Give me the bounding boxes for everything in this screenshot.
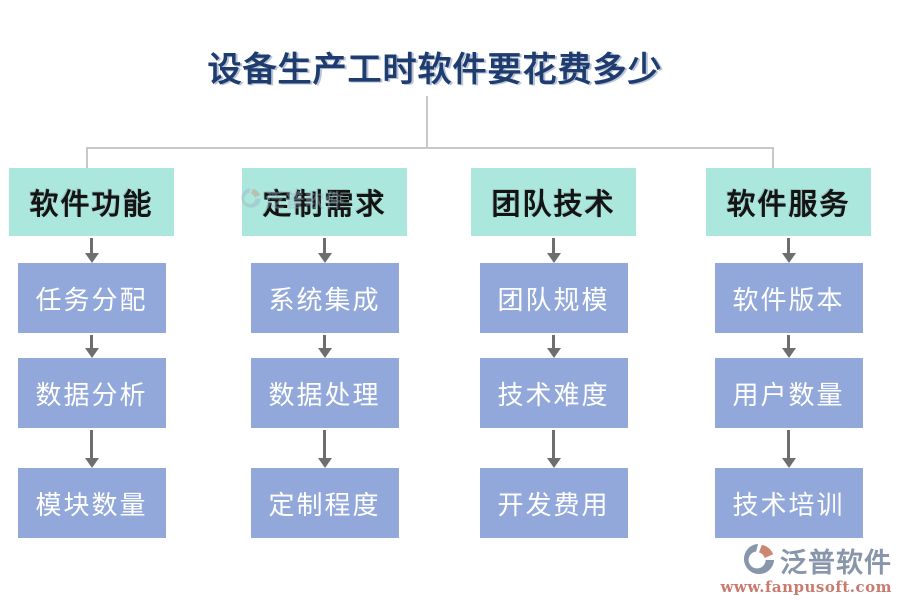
header-box: 团队技术 bbox=[471, 168, 636, 236]
connector-drop-right bbox=[772, 147, 774, 170]
node-box: 团队规模 bbox=[479, 263, 628, 333]
page-title: 设备生产工时软件要花费多少 bbox=[207, 50, 663, 90]
arrow-down-icon bbox=[84, 236, 99, 263]
node-box: 开发费用 bbox=[479, 468, 628, 538]
node-box: 模块数量 bbox=[17, 468, 166, 538]
connector-title-vertical bbox=[426, 96, 428, 148]
fanpu-logo-icon bbox=[742, 542, 776, 580]
connector-horizontal bbox=[86, 147, 774, 149]
column-team-technology: 团队技术 团队规模 技术难度 开发费用 bbox=[471, 168, 636, 538]
arrow-down-icon bbox=[781, 428, 796, 468]
arrow-down-icon bbox=[781, 236, 796, 263]
header-box: 软件功能 bbox=[9, 168, 174, 236]
brand-url: www.fanpusoft.com bbox=[720, 578, 892, 596]
header-box: 软件服务 bbox=[706, 168, 871, 236]
connector-drop-left bbox=[86, 147, 88, 170]
node-box: 任务分配 bbox=[17, 263, 166, 333]
arrow-down-icon bbox=[84, 333, 99, 358]
arrow-down-icon bbox=[546, 428, 561, 468]
brand-name: 泛普软件 bbox=[780, 548, 892, 579]
node-box: 定制程度 bbox=[250, 468, 399, 538]
arrow-down-icon bbox=[317, 428, 332, 468]
header-box: 定制需求 bbox=[242, 168, 407, 236]
node-box: 数据处理 bbox=[250, 358, 399, 428]
column-customization-needs: 定制需求 系统集成 数据处理 定制程度 bbox=[242, 168, 407, 538]
node-box: 用户数量 bbox=[714, 358, 863, 428]
arrow-down-icon bbox=[84, 428, 99, 468]
node-box: 数据分析 bbox=[17, 358, 166, 428]
brand-logo: 泛普软件 www.fanpusoft.com bbox=[721, 541, 893, 596]
arrow-down-icon bbox=[317, 333, 332, 358]
column-software-features: 软件功能 任务分配 数据分析 模块数量 bbox=[9, 168, 174, 538]
arrow-down-icon bbox=[546, 333, 561, 358]
node-box: 系统集成 bbox=[250, 263, 399, 333]
column-software-services: 软件服务 软件版本 用户数量 技术培训 bbox=[706, 168, 871, 538]
arrow-down-icon bbox=[317, 236, 332, 263]
node-box: 技术难度 bbox=[479, 358, 628, 428]
arrow-down-icon bbox=[546, 236, 561, 263]
node-box: 技术培训 bbox=[714, 468, 863, 538]
arrow-down-icon bbox=[781, 333, 796, 358]
node-box: 软件版本 bbox=[714, 263, 863, 333]
